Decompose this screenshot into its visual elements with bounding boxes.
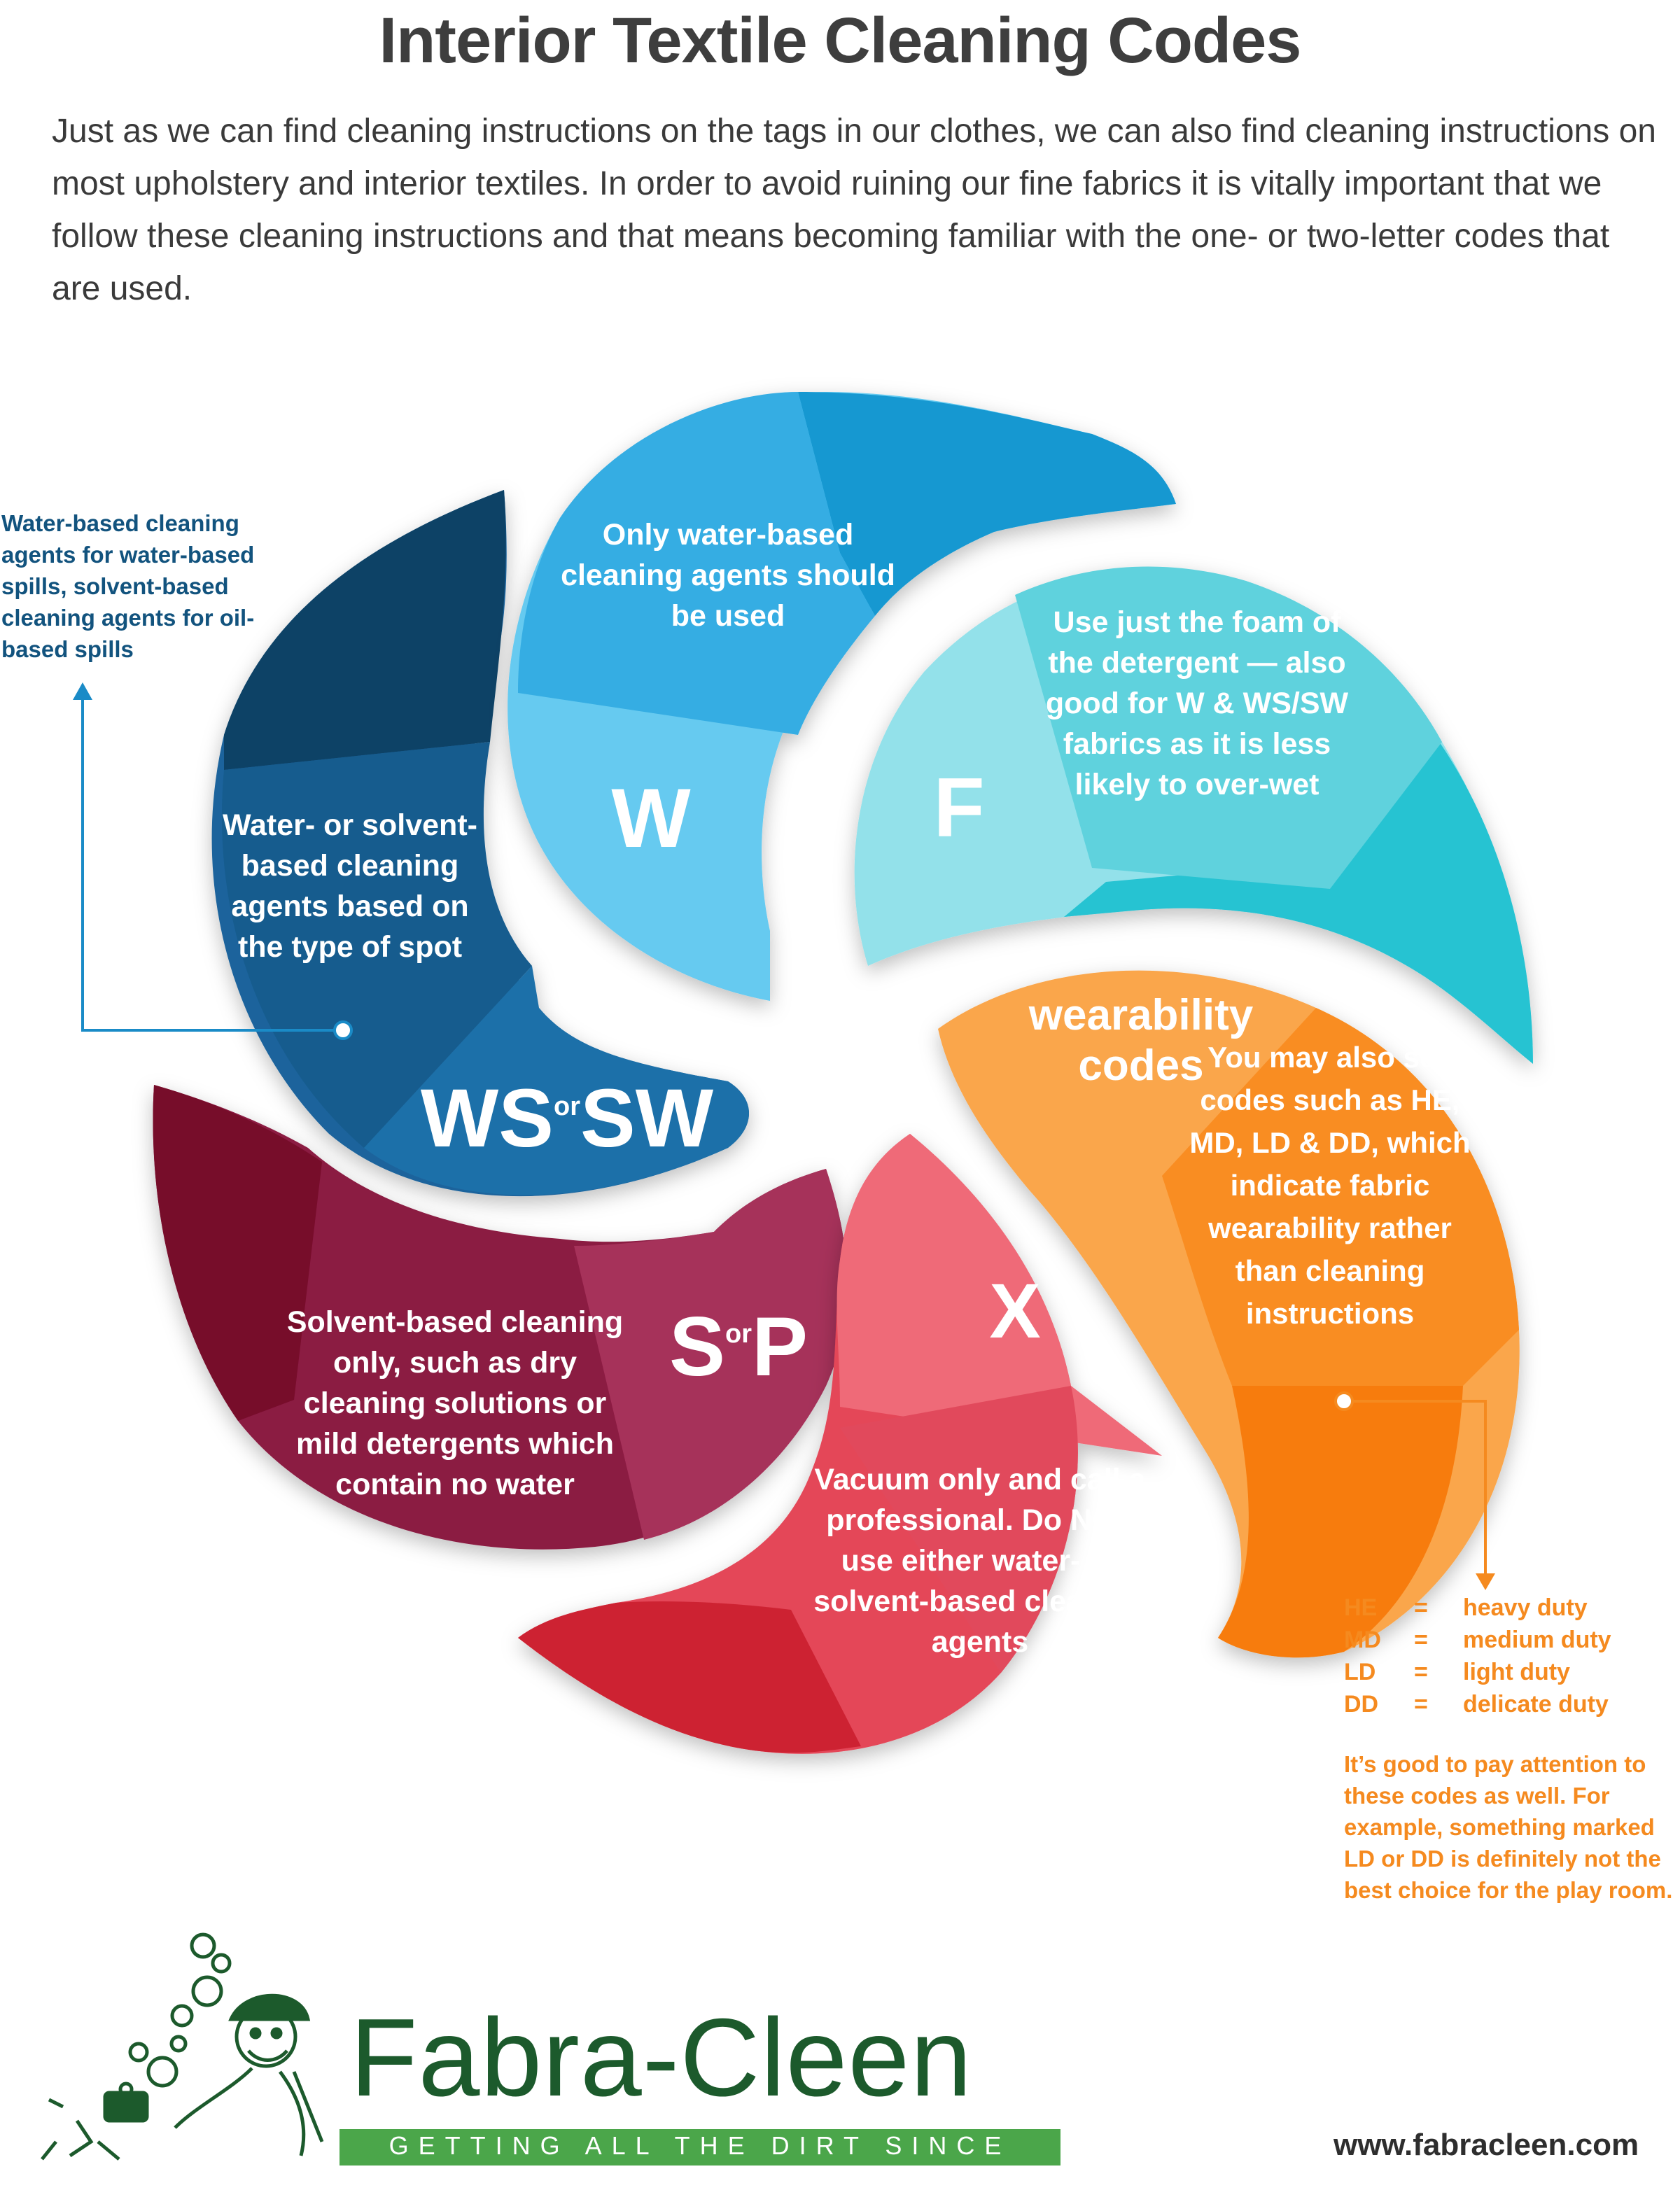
- legend-meaning: delicate duty: [1463, 1691, 1609, 1718]
- s-p-or-label: or: [725, 1319, 752, 1349]
- legend-equals: =: [1414, 1659, 1428, 1685]
- p-code: P: [752, 1300, 808, 1394]
- legend-equals: =: [1414, 1627, 1428, 1653]
- x-code: X: [989, 1268, 1041, 1354]
- sw-code: SW: [580, 1072, 714, 1165]
- legend-code: LD: [1344, 1659, 1376, 1685]
- x-description: Vacuum only and call a professional. Do …: [813, 1463, 1147, 1659]
- website-link[interactable]: www.fabracleen.com: [1334, 2128, 1639, 2162]
- wearability-code: wearability codes: [1028, 991, 1254, 1090]
- petal-w: [507, 392, 1176, 1001]
- s-p-description: Solvent-based cleaning only, such as dry…: [286, 1305, 624, 1501]
- legend-equals: =: [1414, 1594, 1428, 1621]
- tagline: GETTING ALL THE DIRT SINCE 1949: [388, 2131, 1011, 2189]
- wearability-legend: HE = heavy duty MD = medium duty LD = li…: [1344, 1594, 1624, 1723]
- ws-code: WS: [420, 1072, 554, 1165]
- ws-side-note: Water-based cleaning agents for water-ba…: [1, 510, 255, 662]
- wearability-side-note: It’s good to pay attention to these code…: [1344, 1751, 1673, 1903]
- page-title: Interior Textile Cleaning Codes: [379, 5, 1302, 76]
- legend-meaning: medium duty: [1463, 1627, 1611, 1653]
- ws-sw-description: Water- or solvent-based cleaning agents …: [223, 808, 477, 964]
- petal-f: [854, 566, 1533, 1064]
- legend-row: LD = light duty: [1344, 1659, 1624, 1691]
- legend-row: MD = medium duty: [1344, 1627, 1624, 1659]
- petal-ws-sw: [211, 490, 749, 1197]
- intro-paragraph: Just as we can find cleaning instruction…: [52, 113, 1656, 307]
- wearability-description: You may also see codes such as HE, MD, L…: [1189, 1041, 1471, 1330]
- legend-code: HE: [1344, 1594, 1378, 1621]
- legend-code: MD: [1344, 1627, 1381, 1653]
- tagline-bar: GETTING ALL THE DIRT SINCE 1949: [340, 2129, 1060, 2189]
- brand-name: Fabra-Cleen: [350, 1996, 973, 2119]
- w-description: Only water-based cleaning agents should …: [561, 518, 895, 633]
- petal-x: [518, 1134, 1162, 1754]
- petal-wearability: [938, 970, 1520, 1658]
- legend-row: DD = delicate duty: [1344, 1691, 1624, 1723]
- legend-row: HE = heavy duty: [1344, 1594, 1624, 1627]
- legend-equals: =: [1414, 1691, 1428, 1718]
- fabra-cleen-mascot-logo: [41, 1932, 324, 2161]
- w-code: W: [611, 771, 691, 865]
- ws-or-sw-code: WSorSW: [413, 1071, 721, 1166]
- petal-s-p: [153, 1085, 848, 1550]
- s-code: S: [668, 1300, 725, 1394]
- legend-meaning: heavy duty: [1463, 1594, 1588, 1621]
- legend-code: DD: [1344, 1691, 1379, 1718]
- legend-meaning: light duty: [1463, 1659, 1570, 1685]
- s-or-p-code: SorP: [644, 1298, 833, 1395]
- ws-sw-or-label: or: [554, 1092, 580, 1121]
- wear-note-connector: [1334, 1391, 1495, 1590]
- f-code: F: [933, 761, 985, 855]
- ws-note-connector: [73, 682, 353, 1040]
- f-description: Use just the foam of the detergent — als…: [1045, 605, 1349, 801]
